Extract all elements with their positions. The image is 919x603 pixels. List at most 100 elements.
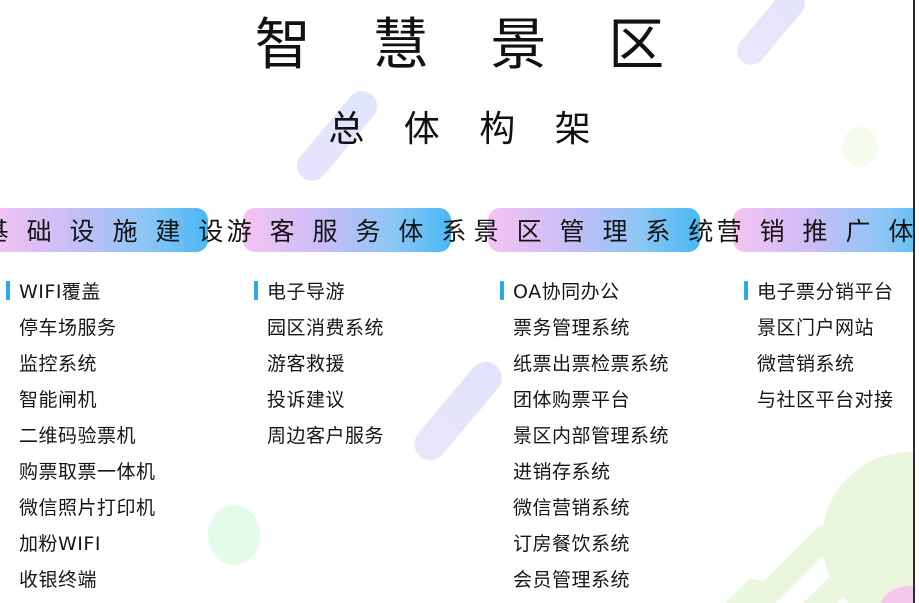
decor-green-stripe-1 <box>726 520 842 603</box>
list-item[interactable]: 订房餐饮系统 <box>488 524 700 560</box>
list-item[interactable]: 进销存系统 <box>488 452 700 488</box>
list-item[interactable]: 电子导游 <box>243 272 451 308</box>
decor-green-circle-left <box>208 505 260 565</box>
list-item-label: 票务管理系统 <box>513 316 631 339</box>
list-item-label: 微信照片打印机 <box>19 496 156 519</box>
item-marker-icon <box>744 353 748 372</box>
item-marker-icon <box>6 280 10 300</box>
list-item-label: 智能闸机 <box>19 388 98 411</box>
list-item-label: WIFI覆盖 <box>19 280 101 303</box>
item-marker-icon <box>500 533 504 552</box>
list-item[interactable]: 监控系统 <box>0 344 208 380</box>
list-item[interactable]: 游客救援 <box>243 344 451 380</box>
list-item-label: 景区门户网站 <box>757 316 875 339</box>
item-marker-icon <box>6 569 10 588</box>
category-header-label: 景 区 管 理 系 统 <box>473 217 719 246</box>
list-item[interactable]: 投诉建议 <box>243 380 451 416</box>
list-item-label: 纸票出票检票系统 <box>513 352 670 375</box>
list-item-label: 游客救援 <box>267 352 346 375</box>
item-marker-icon <box>254 389 258 408</box>
item-marker-icon <box>744 280 748 300</box>
item-marker-icon <box>500 425 504 444</box>
list-item-label: 收银终端 <box>19 568 98 591</box>
list-item[interactable]: 二维码验票机 <box>0 416 208 452</box>
category-column-visitor-service: 游 客 服 务 体 系 电子导游 园区消费系统 游客救援 投诉建议 周边客户服务 <box>227 208 466 468</box>
list-item[interactable]: 周边客户服务 <box>243 416 451 452</box>
item-list-visitor-service: 电子导游 园区消费系统 游客救援 投诉建议 周边客户服务 <box>243 272 451 452</box>
list-item-label: 与社区平台对接 <box>757 388 894 411</box>
list-item[interactable]: 购票取票一体机 <box>0 452 208 488</box>
item-list-infrastructure: WIFI覆盖 停车场服务 监控系统 智能闸机 二维码验票机 购票取票一体机 微信… <box>0 272 208 596</box>
list-item-label: 微信营销系统 <box>513 496 631 519</box>
list-item[interactable]: 团体购票平台 <box>488 380 700 416</box>
category-header-marketing[interactable]: 营 销 推 广 体 系 <box>717 208 919 252</box>
category-header-infrastructure[interactable]: 基 础 设 施 建 设 <box>0 208 223 252</box>
list-item-label: 监控系统 <box>19 352 98 375</box>
list-item[interactable]: 加粉WIFI <box>0 524 208 560</box>
list-item-label: 加粉WIFI <box>19 532 101 555</box>
list-item[interactable]: 停车场服务 <box>0 308 208 344</box>
list-item[interactable]: 会员管理系统 <box>488 560 700 596</box>
page-right-edge <box>913 0 915 603</box>
item-marker-icon <box>6 497 10 516</box>
list-item[interactable]: 电子票分销平台 <box>733 272 919 308</box>
list-item[interactable]: 景区门户网站 <box>733 308 919 344</box>
list-item-label: 二维码验票机 <box>19 424 137 447</box>
item-marker-icon <box>500 353 504 372</box>
item-marker-icon <box>6 317 10 336</box>
list-item-label: OA协同办公 <box>513 280 620 303</box>
page-right-gap <box>915 0 919 603</box>
list-item[interactable]: 微信照片打印机 <box>0 488 208 524</box>
category-header-visitor-service[interactable]: 游 客 服 务 体 系 <box>227 208 466 252</box>
category-header-label: 营 销 推 广 体 系 <box>716 217 919 246</box>
list-item[interactable]: 微营销系统 <box>733 344 919 380</box>
list-item-label: 购票取票一体机 <box>19 460 156 483</box>
list-item[interactable]: 园区消费系统 <box>243 308 451 344</box>
category-header-label: 游 客 服 务 体 系 <box>226 217 472 246</box>
list-item-label: 会员管理系统 <box>513 568 631 591</box>
list-item-label: 订房餐饮系统 <box>513 532 631 555</box>
list-item-label: 微营销系统 <box>757 352 855 375</box>
category-header-label: 基 础 设 施 建 设 <box>0 217 229 246</box>
item-marker-icon <box>744 317 748 336</box>
item-marker-icon <box>6 389 10 408</box>
item-marker-icon <box>254 280 258 300</box>
item-marker-icon <box>6 461 10 480</box>
category-column-scenic-management: 景 区 管 理 系 统 OA协同办公 票务管理系统 纸票出票检票系统 团体购票平… <box>474 208 713 603</box>
list-item-label: 电子导游 <box>267 280 346 303</box>
item-marker-icon <box>500 280 504 300</box>
item-marker-icon <box>744 389 748 408</box>
list-item[interactable]: 纸票出票检票系统 <box>488 344 700 380</box>
list-item[interactable]: 收银终端 <box>0 560 208 596</box>
item-list-scenic-management: OA协同办公 票务管理系统 纸票出票检票系统 团体购票平台 景区内部管理系统 进… <box>488 272 700 596</box>
list-item-label: 投诉建议 <box>267 388 346 411</box>
item-marker-icon <box>6 425 10 444</box>
item-marker-icon <box>6 533 10 552</box>
item-marker-icon <box>254 425 258 444</box>
list-item[interactable]: 智能闸机 <box>0 380 208 416</box>
item-marker-icon <box>500 461 504 480</box>
item-marker-icon <box>500 497 504 516</box>
list-item-label: 停车场服务 <box>19 316 117 339</box>
item-marker-icon <box>500 569 504 588</box>
item-marker-icon <box>254 317 258 336</box>
list-item[interactable]: 票务管理系统 <box>488 308 700 344</box>
list-item-label: 进销存系统 <box>513 460 611 483</box>
list-item[interactable]: 微信营销系统 <box>488 488 700 524</box>
item-marker-icon <box>500 389 504 408</box>
category-column-infrastructure: 基 础 设 施 建 设 WIFI覆盖 停车场服务 监控系统 智能闸机 二维码验票… <box>0 208 223 603</box>
list-item[interactable]: OA协同办公 <box>488 272 700 308</box>
list-item[interactable]: 景区内部管理系统 <box>488 416 700 452</box>
list-item-label: 周边客户服务 <box>267 424 385 447</box>
list-item[interactable]: 与社区平台对接 <box>733 380 919 416</box>
list-item-label: 团体购票平台 <box>513 388 631 411</box>
page-title: 智 慧 景 区 <box>254 13 687 78</box>
decor-green-stripe-2 <box>783 530 893 603</box>
item-marker-icon <box>500 317 504 336</box>
list-item[interactable]: WIFI覆盖 <box>0 272 208 308</box>
item-list-marketing: 电子票分销平台 景区门户网站 微营销系统 与社区平台对接 <box>733 272 919 416</box>
slide-header: 智 慧 景 区 总 体 构 架 <box>0 0 919 152</box>
category-header-scenic-management[interactable]: 景 区 管 理 系 统 <box>474 208 713 252</box>
item-marker-icon <box>254 353 258 372</box>
